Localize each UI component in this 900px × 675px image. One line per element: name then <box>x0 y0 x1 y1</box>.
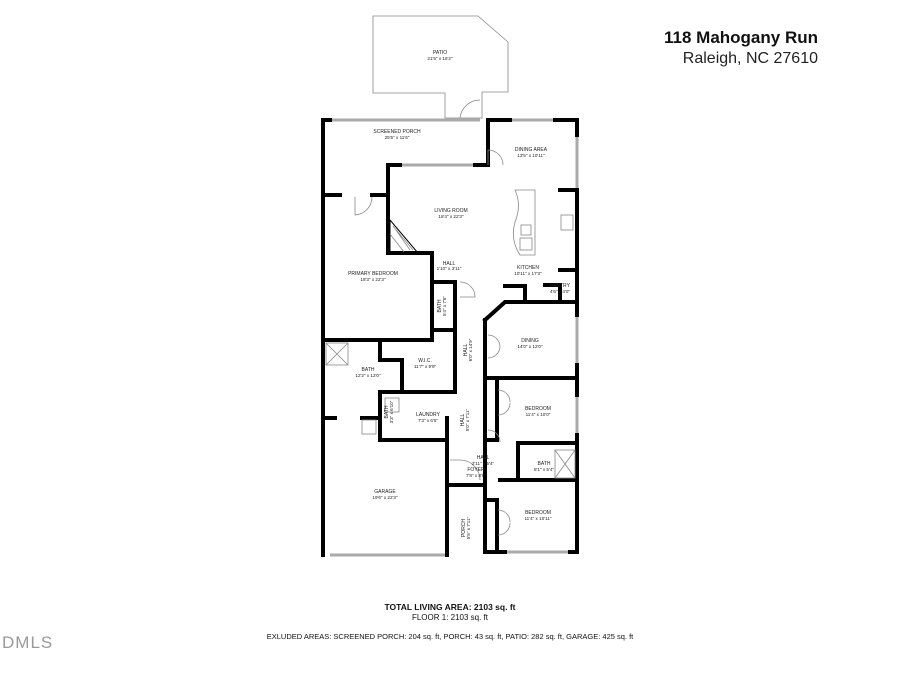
room-primary-bedroom: PRIMARY BEDROOM <box>348 271 398 277</box>
room-screened-porch: SCREENED PORCH <box>373 129 421 135</box>
walls <box>321 118 579 557</box>
property-address: 118 Mahogany Run <box>664 28 818 47</box>
room-hall-4-dim: 2'11" x 5'4" <box>472 461 495 466</box>
room-bath-2-dim: 3'3" x 6'10" <box>389 400 394 423</box>
property-city: Raleigh, NC 27610 <box>682 50 818 67</box>
room-living-room-dim: 18'4" x 22'3" <box>438 214 464 219</box>
room-patio: PATIO <box>433 50 447 56</box>
patio-outline <box>372 15 509 119</box>
room-hall-2: HALL <box>463 344 469 357</box>
room-bedroom-2-dim: 11'4" x 10'11" <box>524 516 551 521</box>
room-dining: DINING <box>521 338 539 344</box>
room-foyer-dim: 7'8" x 8'8" <box>466 473 486 478</box>
room-garage-dim: 19'6" x 22'3" <box>372 495 398 500</box>
room-dining-area: DINING AREA <box>515 147 548 153</box>
room-porch: PORCH <box>461 519 467 537</box>
room-dining-dim: 14'0" x 12'0" <box>517 344 543 349</box>
fixtures <box>325 149 576 536</box>
room-screened-porch-dim: 25'5" x 11'6" <box>385 135 410 140</box>
room-bedroom-2: BEDROOM <box>525 510 551 516</box>
watermark-logo: DMLS <box>2 633 54 652</box>
room-bath-3: BATH <box>538 461 551 467</box>
room-bath-2: BATH <box>384 405 390 418</box>
room-hall-3-dim: 5'0" x 7'11" <box>465 408 470 431</box>
room-bedroom-1: BEDROOM <box>525 406 551 412</box>
room-hall-3: HALL <box>460 414 466 427</box>
room-wic-dim: 11'7" x 9'9" <box>414 364 437 369</box>
room-dining-area-dim: 13'5" x 10'11" <box>517 153 545 158</box>
room-living-room: LIVING ROOM <box>434 208 467 214</box>
room-wic: W.I.C. <box>418 358 432 364</box>
room-bath-1-dim: 5'4" x 7'6" <box>442 296 447 316</box>
windows <box>321 118 579 557</box>
room-primary-bath: BATH <box>362 367 375 373</box>
room-porch-dim: 5'5" x 7'11" <box>466 516 471 539</box>
room-laundry-dim: 7'3" x 6'5" <box>418 418 438 423</box>
floor-area: FLOOR 1: 2103 sq. ft <box>411 613 489 622</box>
room-labels: PATIO 21'5" x 16'2" SCREENED PORCH 25'5"… <box>348 50 570 539</box>
room-garage: GARAGE <box>374 489 396 495</box>
room-kitchen-dim: 10'11" x 17'3" <box>514 271 542 276</box>
total-living-area: TOTAL LIVING AREA: 2103 sq. ft <box>384 602 516 612</box>
room-bath-1: BATH <box>437 299 443 312</box>
room-laundry: LAUNDRY <box>416 412 440 418</box>
room-hall-4: HALL <box>477 455 490 461</box>
room-hall-2-dim: 6'0" x 14'9" <box>468 338 473 361</box>
excluded-areas: EXLUDED AREAS: SCREENED PORCH: 204 sq. f… <box>266 632 634 641</box>
room-pantry-dim: 4'6" x 4'0" <box>550 289 570 294</box>
room-primary-bath-dim: 12'2" x 12'0" <box>355 373 381 378</box>
room-patio-dim: 21'5" x 16'2" <box>427 56 453 61</box>
room-hall-1-dim: 1'10" x 3'11" <box>437 266 462 271</box>
room-kitchen: KITCHEN <box>517 265 539 271</box>
room-hall-1: HALL <box>443 261 456 267</box>
room-primary-bedroom-dim: 18'3" x 22'3" <box>360 277 386 282</box>
room-foyer: FOYER <box>467 467 485 473</box>
room-bath-3-dim: 8'1" x 5'4" <box>534 467 554 472</box>
room-pantry: PANTRY <box>550 283 570 289</box>
room-bedroom-1-dim: 11'4" x 10'0" <box>526 412 551 417</box>
